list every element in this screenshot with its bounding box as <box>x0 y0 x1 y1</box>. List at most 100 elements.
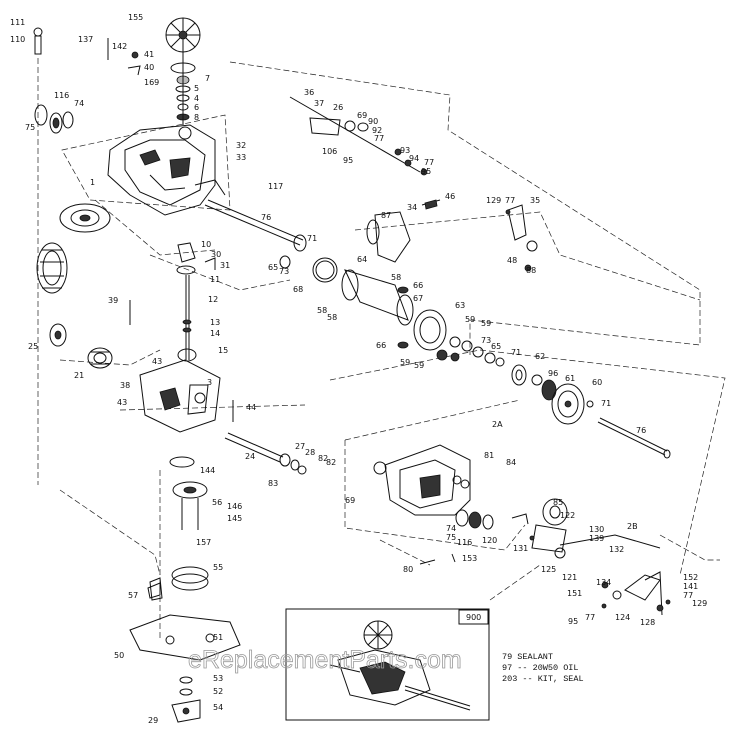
part-callout-label: 157 <box>196 538 211 547</box>
part-callout-label: 134 <box>596 578 611 587</box>
part-callout-label: 51 <box>213 633 223 642</box>
part-callout-label: 77 <box>374 134 384 143</box>
part-callout-label: 35 <box>530 196 540 205</box>
part-callout-label: 41 <box>144 50 154 59</box>
fan-pulley-part <box>59 203 111 233</box>
part-callout-label: 116 <box>54 91 69 100</box>
differential-case-part <box>312 257 447 351</box>
part-callout-label: 84 <box>506 458 516 467</box>
part-callout-label: 111 <box>10 18 25 27</box>
pinion-gear-parts <box>436 336 505 367</box>
part-callout-label: 10 <box>201 240 211 249</box>
center-block-part <box>139 359 234 433</box>
part-callout-label: 31 <box>220 261 230 270</box>
part-callout-label: 65 <box>268 263 278 272</box>
part-callout-label: 85 <box>553 498 563 507</box>
axle-shaft-76-upper <box>204 199 307 269</box>
axle-shaft-76-lower <box>597 417 671 459</box>
part-callout-label: 71 <box>511 348 521 357</box>
part-callout-label: 37 <box>314 99 324 108</box>
part-callout-label: 75 <box>25 123 35 132</box>
part-callout-label: 3 <box>207 378 212 387</box>
center-shaft-parts <box>129 242 216 362</box>
lower-seal-parts <box>455 509 494 530</box>
part-callout-label: 96 <box>548 369 558 378</box>
part-callout-label: 25 <box>28 342 38 351</box>
part-callout-label: 6 <box>194 103 199 112</box>
part-callout-label: 82 <box>326 458 336 467</box>
part-callout-label: 56 <box>212 498 222 507</box>
part-callout-label: 13 <box>210 318 220 327</box>
part-callout-label: 14 <box>210 329 220 338</box>
upper-housing-part <box>107 124 226 216</box>
part-callout-label: 153 <box>462 554 477 563</box>
part-callout-label: 117 <box>268 182 283 191</box>
lower-housing-part <box>373 444 471 516</box>
note-sealant: 79 SEALANT <box>502 652 553 662</box>
part-callout-label: 121 <box>562 573 577 582</box>
inset-ref-box <box>458 609 489 625</box>
part-callout-label: 106 <box>322 147 337 156</box>
part-callout-label: 142 <box>112 42 127 51</box>
part-callout-label: 62 <box>535 352 545 361</box>
part-callout-label: 12 <box>208 295 218 304</box>
part-callout-label: 151 <box>567 589 582 598</box>
part-callout-label: 74 <box>74 99 84 108</box>
part-callout-label: 53 <box>213 674 223 683</box>
part-callout-label: 92 <box>372 126 382 135</box>
bearing-21-part <box>87 347 113 369</box>
part-callout-label: 26 <box>333 103 343 112</box>
part-callout-label: 4 <box>194 94 199 103</box>
part-callout-label: 59 <box>481 319 491 328</box>
part-callout-label: 52 <box>213 687 223 696</box>
inset-frame <box>285 608 490 721</box>
part-callout-label: 11 <box>210 275 220 284</box>
part-callout-label: 152 <box>683 573 698 582</box>
part-callout-label: 27 <box>295 442 305 451</box>
part-callout-label: 48 <box>507 256 517 265</box>
part-callout-label: 5 <box>194 84 199 93</box>
part-callout-label: 65 <box>491 342 501 351</box>
part-callout-label: 15 <box>218 346 228 355</box>
part-callout-label: 24 <box>245 452 255 461</box>
part-callout-label: 124 <box>615 613 630 622</box>
part-callout-label: 137 <box>78 35 93 44</box>
part-callout-label: 73 <box>279 267 289 276</box>
part-callout-label: 58 <box>391 273 401 282</box>
pin-parts <box>419 553 456 565</box>
part-callout-label: 131 <box>513 544 528 553</box>
part-callout-label: 77 <box>505 196 515 205</box>
part-callout-label: 68 <box>293 285 303 294</box>
part-callout-label: 2A <box>492 420 503 429</box>
part-callout-label: 116 <box>457 538 472 547</box>
part-callout-label: 38 <box>120 381 130 390</box>
note-oil: 97 -- 20W50 OIL <box>502 663 579 673</box>
part-callout-label: 21 <box>74 371 84 380</box>
brake-housing-part <box>366 199 441 263</box>
cooling-fan-part <box>165 17 201 53</box>
part-callout-label: 33 <box>236 153 246 162</box>
part-callout-label: 132 <box>609 545 624 554</box>
part-callout-label: 67 <box>413 294 423 303</box>
input-tire-part <box>36 242 68 294</box>
part-callout-label: 69 <box>357 111 367 120</box>
part-callout-label: 95 <box>343 156 353 165</box>
control-rod-parts <box>289 96 428 176</box>
bracket-57-part <box>147 582 161 599</box>
part-callout-label: 95 <box>568 617 578 626</box>
part-callout-label: 43 <box>152 357 162 366</box>
part-callout-label: 95 <box>421 167 431 176</box>
part-callout-label: 1 <box>90 178 95 187</box>
part-callout-label: 7 <box>205 74 210 83</box>
part-callout-label: 144 <box>200 466 215 475</box>
part-callout-label: 90 <box>368 117 378 126</box>
part-callout-label: 44 <box>246 403 256 412</box>
part-callout-label: 73 <box>481 336 491 345</box>
part-callout-label: 75 <box>446 533 456 542</box>
part-callout-label: 93 <box>400 146 410 155</box>
part-callout-label: 55 <box>213 563 223 572</box>
part-callout-label: 120 <box>482 536 497 545</box>
part-callout-label: 88 <box>526 266 536 275</box>
part-callout-label: 129 <box>486 196 501 205</box>
